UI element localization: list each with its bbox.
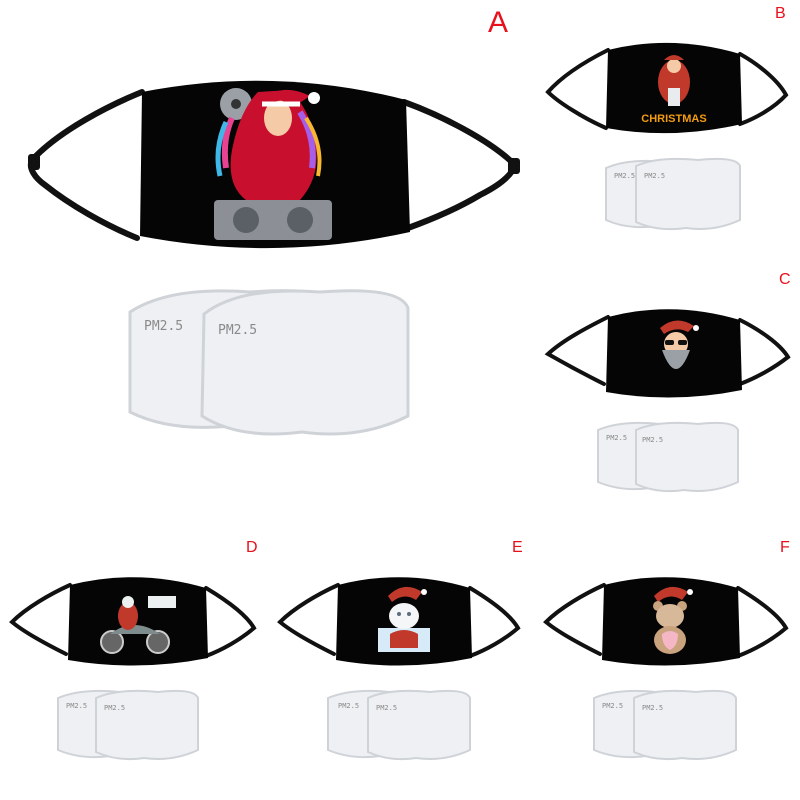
variant-label: A (488, 6, 509, 39)
print-dancing-santa: CHRISTMAS (641, 55, 707, 125)
variant-e-art: PM2.5 PM2.5 (277, 577, 521, 761)
pm25-filter-pair: PM2.5 PM2.5 (128, 289, 410, 436)
variant-label: E (512, 539, 523, 556)
variant-c-art: PM2.5 PM2.5 (544, 309, 791, 493)
mask-body (68, 577, 208, 666)
filter-pad-label: PM2.5 (66, 702, 87, 710)
filter-pad-label: PM2.5 (338, 702, 359, 710)
filter-pad-label: PM2.5 (642, 704, 663, 712)
pm25-filter-pair: PM2.5 PM2.5 (593, 689, 737, 761)
ear-strap-left (9, 583, 72, 656)
face-mask (277, 577, 521, 666)
print-teddy-bear (653, 586, 693, 654)
filter-pad-label: PM2.5 (614, 172, 635, 180)
print-cat-santa (378, 586, 430, 652)
product-variant-a: A (0, 0, 540, 480)
product-variant-b: B CHRISTMAS PM2.5 PM2.5 (538, 0, 800, 260)
ear-strap-right (738, 52, 789, 126)
ear-strap-right (468, 586, 521, 658)
ear-strap-right (204, 586, 257, 658)
variant-a-art: PM2.5 PM2.5 (27, 80, 520, 436)
print-dj-santa-girl (214, 88, 332, 240)
variant-label: F (780, 539, 790, 556)
face-mask (544, 309, 791, 398)
filter-pad-front (95, 689, 199, 761)
filter-pad-front (367, 689, 471, 761)
product-variant-d: D PM2.5 PM2.5 (0, 530, 268, 800)
variant-label: C (779, 271, 791, 288)
filter-pad-label: PM2.5 (144, 319, 183, 334)
filter-pad-front (200, 289, 410, 436)
pm25-filter-pair: PM2.5 PM2.5 (327, 689, 471, 761)
face-mask: CHRISTMAS (545, 42, 789, 134)
strap-adjuster-left (28, 154, 40, 170)
filter-pad-label: PM2.5 (606, 434, 627, 442)
filter-pad-front (635, 421, 739, 493)
print-christmas-text: CHRISTMAS (641, 113, 706, 125)
ear-strap-left (545, 48, 610, 130)
print-santa-motorcycle (100, 596, 176, 654)
variant-label: B (775, 5, 786, 22)
pm25-filter-pair: PM2.5 PM2.5 (57, 689, 199, 761)
pm25-filter-pair: PM2.5 PM2.5 (597, 421, 739, 493)
ear-strap-right (736, 586, 789, 658)
filter-pad-label: PM2.5 (602, 702, 623, 710)
ear-strap-left (277, 583, 340, 656)
filter-pad-label: PM2.5 (104, 704, 125, 712)
variant-f-art: PM2.5 PM2.5 (543, 577, 789, 761)
ear-strap-right (738, 318, 791, 386)
ear-strap-left (543, 583, 606, 656)
pm25-filter-pair: PM2.5 PM2.5 (605, 157, 741, 231)
strap-adjuster-right (508, 158, 520, 174)
filter-pad-label: PM2.5 (644, 172, 665, 180)
face-mask (9, 577, 257, 666)
face-mask (543, 577, 789, 666)
product-variant-f: F PM2.5 PM2.5 (530, 530, 800, 800)
variant-d-art: PM2.5 PM2.5 (9, 577, 257, 761)
filter-pad-label: PM2.5 (218, 323, 257, 338)
product-variant-c: C PM2.5 PM2.5 (538, 262, 800, 502)
ear-strap-right (401, 99, 519, 231)
face-mask (27, 80, 520, 249)
variant-label: D (246, 539, 258, 556)
filter-pad-label: PM2.5 (642, 436, 663, 444)
print-bearded-santa (660, 320, 699, 369)
ear-strap-left (27, 89, 145, 241)
product-variant-e: E PM2.5 PM2.5 (268, 530, 530, 800)
filter-pad-label: PM2.5 (376, 704, 397, 712)
variant-b-art: CHRISTMAS PM2.5 PM2.5 (545, 42, 789, 231)
ear-strap-left (544, 315, 610, 386)
filter-pad-front (635, 157, 741, 231)
filter-pad-front (633, 689, 737, 761)
